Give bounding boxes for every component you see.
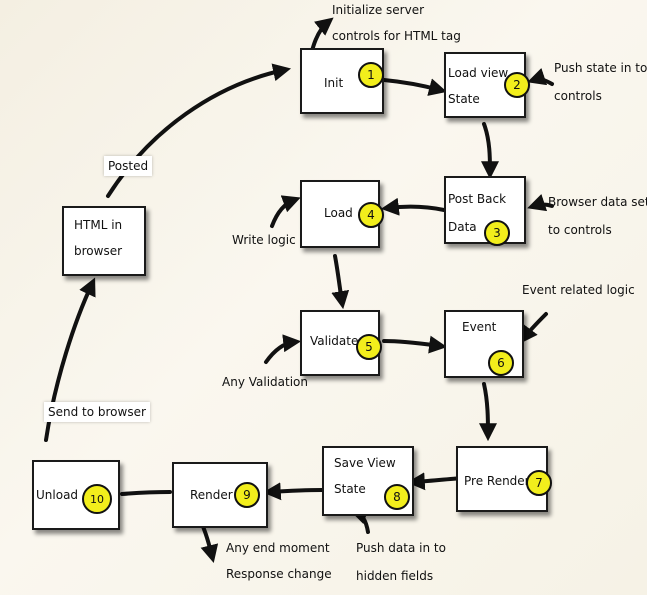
stage-validate: Validate 5: [300, 310, 382, 376]
stage-render-label: Render: [190, 488, 233, 502]
arrow-htmlbrowser-to-init: [106, 63, 292, 198]
stage-event-number: 6: [488, 350, 514, 376]
label-send-to-browser: Send to browser: [44, 402, 150, 422]
stage-html-in-browser-label-2: browser: [74, 244, 123, 258]
arrow-note-push-state: [527, 68, 554, 86]
stage-load-label: Load: [324, 206, 353, 220]
note-push-data-line1: Push data in to: [356, 541, 446, 555]
stage-init: Init 1: [300, 48, 384, 114]
note-init-line2: controls for HTML tag: [332, 29, 461, 43]
note-any-validation: Any Validation: [222, 375, 308, 389]
note-write-logic: Write logic: [232, 233, 296, 247]
note-push-state-line2: controls: [554, 89, 602, 103]
arrow-validate-to-event: [382, 335, 448, 354]
note-browser-data-line1: Browser data set: [548, 195, 647, 209]
arrow-event-to-prerender: [478, 382, 497, 442]
stage-load: Load 4: [300, 180, 384, 248]
stage-post-back-data: Post Back Data 3: [444, 176, 526, 246]
stage-unload-number: 10: [82, 484, 112, 514]
arrow-note-browser-data: [527, 194, 554, 212]
arrow-note-validation: [264, 334, 302, 364]
stage-save-view-state-label-1: Save View: [334, 456, 396, 470]
arrow-note-write-logic: [270, 195, 301, 228]
stage-unload: Unload 10: [32, 460, 120, 530]
arrow-loadviewstate-to-postback: [480, 122, 499, 180]
stage-validate-number: 5: [356, 334, 382, 360]
stage-save-view-state: Save View State 8: [322, 446, 414, 516]
stage-init-number: 1: [358, 62, 384, 88]
note-event-logic: Event related logic: [522, 283, 635, 297]
stage-html-in-browser: HTML in browser: [62, 206, 146, 276]
stage-pre-render-label: Pre Render: [464, 474, 530, 488]
stage-render-number: 9: [234, 482, 260, 508]
stage-html-in-browser-label-1: HTML in: [74, 218, 123, 232]
line-render-to-unload: [120, 490, 172, 496]
note-push-data-line2: hidden fields: [356, 569, 434, 583]
stage-event: Event 6: [444, 310, 524, 378]
note-browser-data-line2: to controls: [548, 223, 612, 237]
note-init-line1: Initialize server: [332, 3, 425, 17]
stage-validate-label: Validate: [310, 334, 359, 348]
stage-render: Render 9: [172, 462, 268, 528]
stage-pre-render: Pre Render 7: [456, 446, 552, 512]
stage-post-back-data-label-2: Data: [448, 220, 477, 234]
stage-pre-render-number: 7: [526, 470, 552, 496]
stage-load-view-state: Load view State 2: [444, 52, 530, 118]
arrow-postback-to-load: [380, 197, 446, 216]
stage-load-view-state-number: 2: [504, 72, 530, 98]
arrow-note-event-logic: [519, 312, 548, 344]
stage-unload-label: Unload: [36, 488, 79, 502]
arrow-load-to-validate: [331, 254, 350, 310]
stage-init-label: Init: [324, 76, 344, 90]
stage-save-view-state-label-2: State: [334, 482, 366, 496]
note-push-state-line1: Push state in to: [554, 61, 647, 75]
stage-event-label: Event: [462, 320, 497, 334]
stage-load-view-state-label-1: Load view: [448, 66, 509, 80]
stage-load-number: 4: [358, 202, 384, 228]
stage-post-back-data-number: 3: [484, 220, 510, 246]
arrow-saveviewstate-to-render: [262, 482, 324, 501]
stage-post-back-data-label-1: Post Back: [448, 192, 507, 206]
stage-load-view-state-label-2: State: [448, 92, 480, 106]
note-any-end-line1: Any end moment: [226, 541, 330, 555]
label-posted: Posted: [104, 156, 153, 176]
note-any-end-line2: Response change: [226, 567, 332, 581]
stage-save-view-state-number: 8: [384, 484, 410, 510]
arrow-init-to-loadviewstate: [382, 78, 447, 96]
